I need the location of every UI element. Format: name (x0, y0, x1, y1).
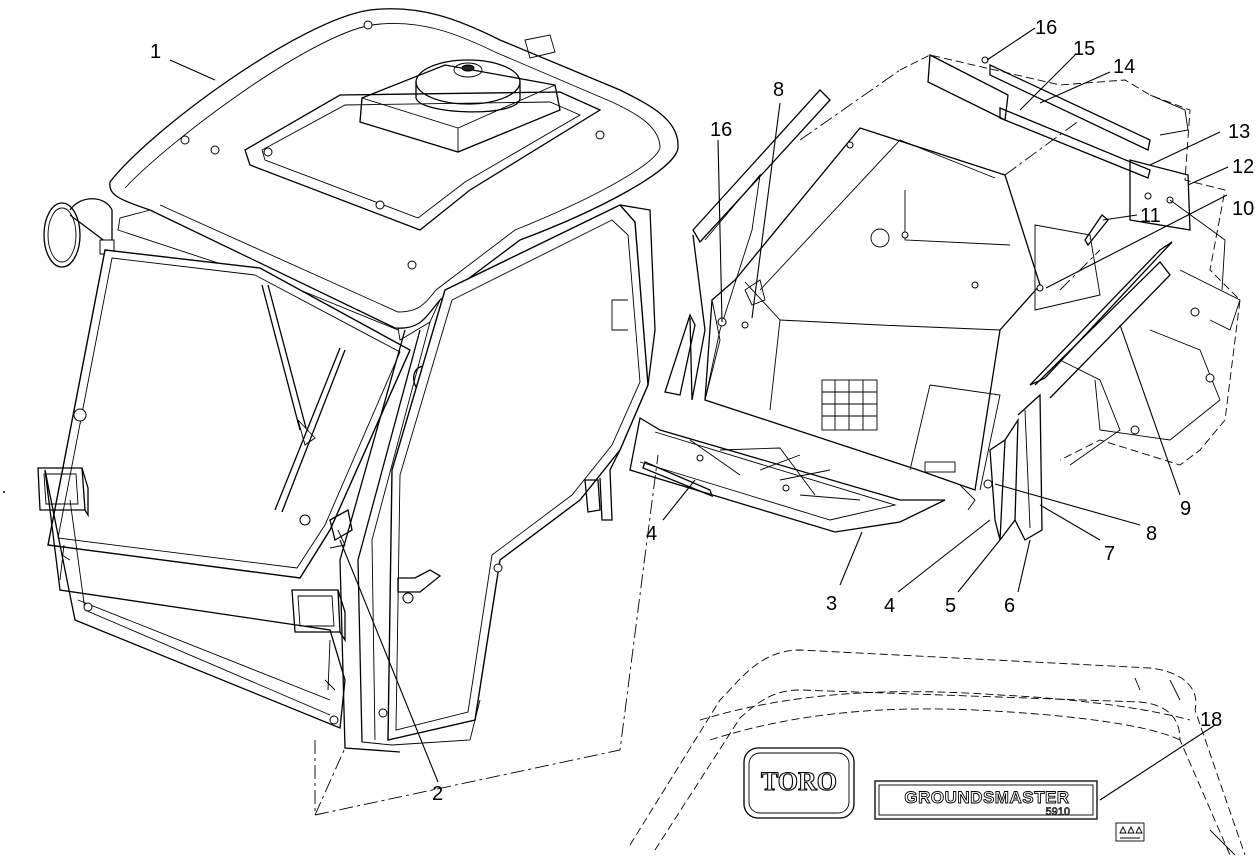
callout-1: 1 (150, 41, 161, 63)
windshield (47, 249, 411, 579)
cab-front-panel (44, 469, 346, 729)
callout-13: 13 (1228, 121, 1250, 143)
callout-labels: 1 2 3 4 4 5 6 7 8 8 9 10 11 12 13 14 15 … (150, 17, 1254, 805)
callout-6: 6 (1004, 595, 1015, 617)
callout-15: 15 (1073, 38, 1095, 60)
model-name-text: GROUNDSMASTER (904, 788, 1069, 807)
toro-logo-decal: TORO (743, 747, 855, 819)
callout-8-right: 8 (1146, 523, 1157, 545)
floor-structure (629, 53, 1241, 541)
cab-assembly (37, 8, 679, 816)
leader-lines (169, 27, 1229, 801)
model-number-text: 5910 (1046, 806, 1070, 818)
cab-door (329, 204, 656, 741)
callout-4-post: 4 (884, 595, 895, 617)
callout-10: 10 (1232, 198, 1254, 220)
callout-2: 2 (432, 783, 443, 805)
callout-18: 18 (1200, 709, 1222, 731)
callout-8-left: 8 (773, 79, 784, 101)
stray-dot (3, 491, 5, 493)
rear-cab-outline: TORO GROUNDSMASTER 5910 (629, 649, 1246, 856)
brand-logo-text: TORO (761, 767, 837, 796)
callout-4-floor-mat: 4 (646, 523, 657, 545)
callout-12: 12 (1232, 156, 1254, 178)
wiper-assembly (261, 284, 346, 513)
callout-5: 5 (945, 595, 956, 617)
work-light-left (37, 467, 89, 518)
callout-16-top: 16 (1035, 17, 1057, 39)
callout-16-left: 16 (710, 119, 732, 141)
callout-3: 3 (826, 593, 837, 615)
callout-14: 14 (1113, 56, 1135, 78)
warning-decal (1115, 822, 1145, 842)
work-light-right (291, 589, 346, 691)
groundsmaster-model-decal: GROUNDSMASTER 5910 (874, 780, 1098, 820)
cab-roof (109, 8, 679, 341)
callout-9: 9 (1180, 498, 1191, 520)
callout-7: 7 (1104, 543, 1115, 565)
callout-11: 11 (1140, 205, 1161, 227)
